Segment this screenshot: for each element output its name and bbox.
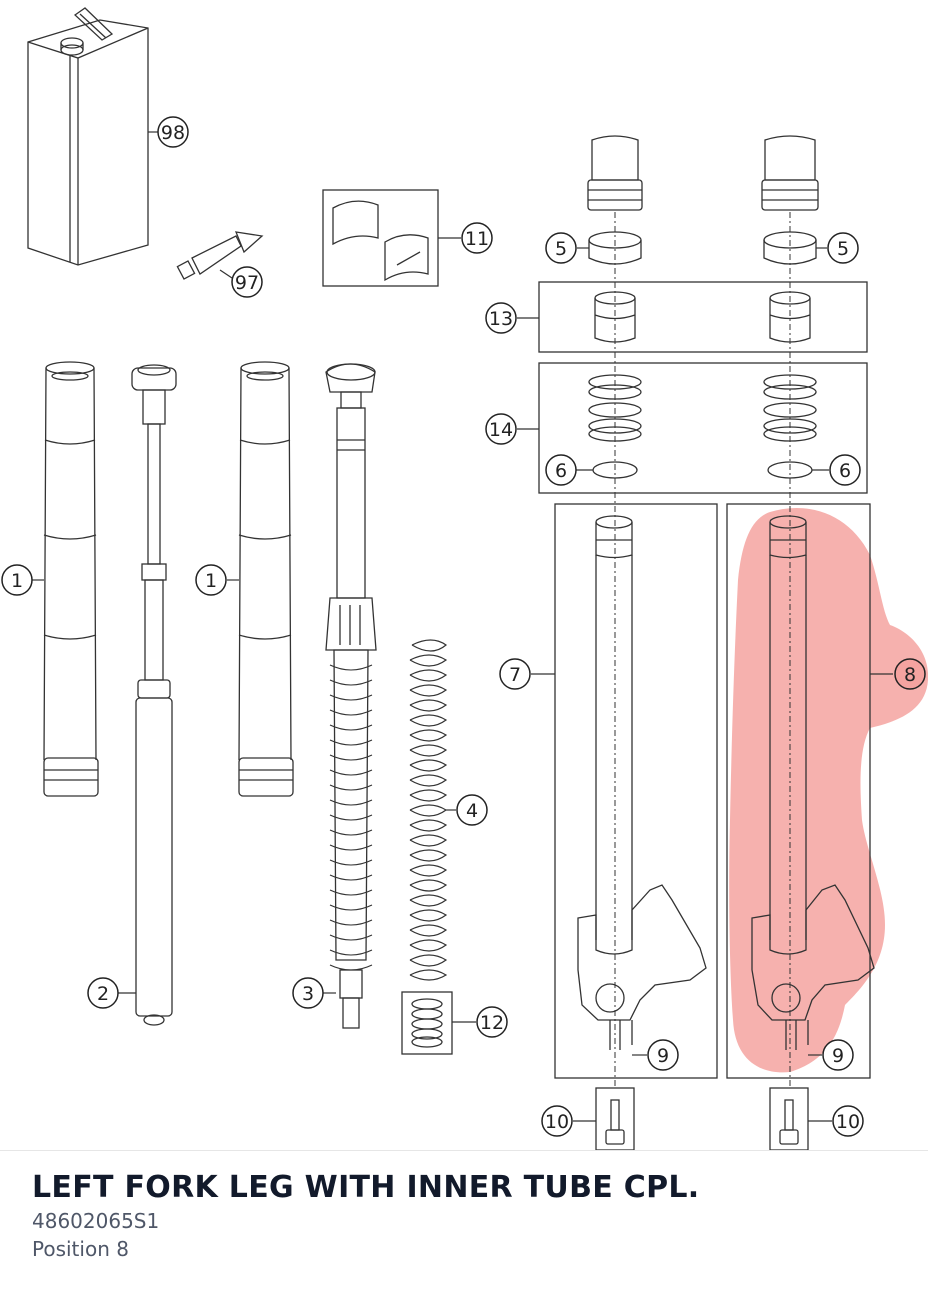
part-position: Position 8 [32, 1237, 129, 1261]
svg-text:14: 14 [489, 419, 513, 441]
fork-cap-right[interactable] [761, 135, 819, 211]
svg-text:98: 98 [161, 122, 185, 144]
svg-text:11: 11 [465, 228, 489, 250]
part-number: 48602065S1 [32, 1209, 160, 1233]
part-3-spring-cartridge[interactable] [325, 363, 377, 1029]
leader-lines [32, 131, 893, 1122]
svg-text:8: 8 [904, 664, 916, 686]
callout-8[interactable]: 8 [894, 658, 926, 690]
callout-12[interactable]: 12 [476, 1006, 508, 1038]
svg-text:10: 10 [545, 1111, 569, 1133]
svg-text:6: 6 [555, 460, 567, 482]
callout-97[interactable]: 97 [231, 266, 263, 298]
svg-text:4: 4 [466, 800, 478, 822]
part-7-inner-tube-right-leg[interactable] [577, 515, 707, 1050]
svg-text:9: 9 [832, 1045, 844, 1067]
callout-1-right[interactable]: 1 [195, 564, 227, 596]
svg-text:5: 5 [555, 238, 567, 260]
part-12-box [401, 991, 453, 1055]
callout-2[interactable]: 2 [87, 977, 119, 1009]
callout-9-left[interactable]: 9 [647, 1039, 679, 1071]
part-4-spring[interactable] [409, 639, 448, 981]
part-10-box-right [769, 1087, 809, 1150]
callout-98[interactable]: 98 [157, 116, 189, 148]
callout-3[interactable]: 3 [292, 977, 324, 1009]
callout-11[interactable]: 11 [461, 222, 493, 254]
part-11-bushings[interactable] [332, 200, 429, 282]
part-2-damper-cartridge[interactable] [131, 364, 177, 1026]
exploded-parts-diagram: 98 97 11 5 5 13 14 6 6 1 1 2 3 4 7 8 12 … [1, 7, 928, 1150]
part-97-grease-tube[interactable] [176, 231, 264, 280]
svg-text:7: 7 [509, 664, 521, 686]
svg-text:6: 6 [839, 460, 851, 482]
svg-text:9: 9 [657, 1045, 669, 1067]
part-14-box [538, 362, 868, 494]
svg-text:3: 3 [302, 983, 314, 1005]
callout-14[interactable]: 14 [485, 413, 517, 445]
part-98-oil-can[interactable] [27, 7, 149, 266]
svg-text:2: 2 [97, 983, 109, 1005]
svg-text:97: 97 [235, 272, 259, 294]
part-10-bolt-right[interactable] [779, 1099, 799, 1145]
part-12-small-spring[interactable] [411, 998, 443, 1048]
svg-text:1: 1 [11, 570, 23, 592]
part-8-highlight[interactable] [729, 508, 928, 1073]
callout-10-left[interactable]: 10 [541, 1105, 573, 1137]
svg-text:5: 5 [837, 238, 849, 260]
part-1-outer-tube-right[interactable] [238, 361, 294, 797]
part-8-box [726, 503, 871, 1079]
part-8-inner-tube-left-leg[interactable] [751, 515, 875, 1050]
svg-text:12: 12 [480, 1012, 504, 1034]
callout-13[interactable]: 13 [485, 302, 517, 334]
callout-1-left[interactable]: 1 [1, 564, 33, 596]
part-info-panel: LEFT FORK LEG WITH INNER TUBE CPL. 48602… [0, 1150, 928, 1290]
part-10-box-left [595, 1087, 635, 1150]
callout-4[interactable]: 4 [456, 794, 488, 826]
callout-5-right[interactable]: 5 [827, 232, 859, 264]
fork-cap-left[interactable] [587, 135, 643, 211]
assembly-centerlines [614, 212, 791, 1088]
part-13-box [538, 281, 868, 353]
callout-9-right[interactable]: 9 [822, 1039, 854, 1071]
svg-text:1: 1 [205, 570, 217, 592]
part-10-bolt-left[interactable] [605, 1099, 625, 1145]
callout-10-right[interactable]: 10 [832, 1105, 864, 1137]
part-7-box [554, 503, 718, 1079]
part-1-outer-tube-left[interactable] [43, 361, 99, 797]
svg-text:10: 10 [836, 1111, 860, 1133]
callout-7[interactable]: 7 [499, 658, 531, 690]
callout-6-left[interactable]: 6 [545, 454, 577, 486]
svg-text:13: 13 [489, 308, 513, 330]
callout-6-right[interactable]: 6 [829, 454, 861, 486]
callout-5-left[interactable]: 5 [545, 232, 577, 264]
part-title: LEFT FORK LEG WITH INNER TUBE CPL. [32, 1170, 700, 1205]
